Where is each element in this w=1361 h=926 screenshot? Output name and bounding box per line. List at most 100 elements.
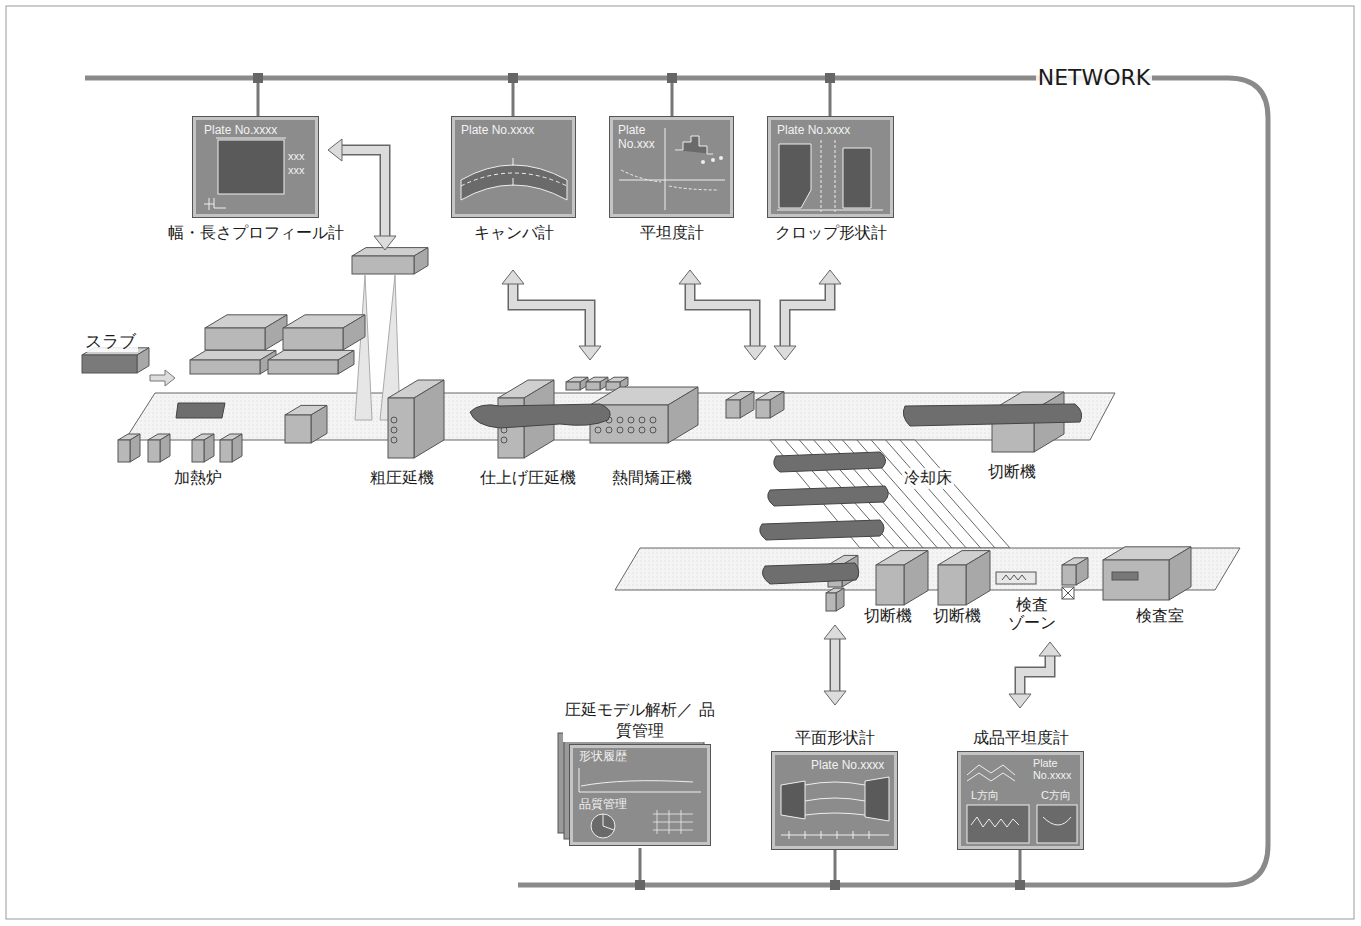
circle-shape: [650, 427, 656, 433]
rect-shape: [192, 440, 204, 462]
arrow-body: [513, 282, 590, 348]
rect-shape: [1062, 565, 1076, 585]
rect-shape: [388, 398, 414, 458]
feed-arrow: [150, 370, 175, 386]
instrument-caption: クロップ形状計: [773, 222, 889, 244]
machine-box: [756, 392, 784, 418]
marker-box: [1062, 587, 1074, 599]
network-node: [830, 880, 840, 890]
polygon-shape: [414, 248, 428, 274]
arrow-body: [1020, 654, 1050, 696]
network-node: [667, 73, 677, 83]
network-drop: [671, 78, 674, 117]
instrument-caption: 平面形状計: [793, 727, 877, 749]
screen-text: Plate No.xxxx: [1033, 757, 1077, 782]
rect-shape: [726, 400, 740, 418]
polygon-shape: [204, 434, 214, 462]
circle-shape: [639, 427, 645, 433]
screen-text: xxx: [288, 164, 305, 177]
monitor-screen: Plate No.xxxxxxxxxx幅・長さプロフィール計: [193, 117, 318, 217]
instrument-caption: キャンバ計: [472, 222, 556, 244]
screen-text: Plate No.xxxx: [811, 759, 884, 773]
arrow-body: [690, 282, 755, 348]
polygon-shape: [338, 350, 354, 374]
screen-text: L方向: [971, 789, 999, 802]
rect-shape: [220, 440, 232, 462]
polygon-shape: [130, 434, 140, 462]
arrow-body: [830, 637, 841, 693]
network-line: [85, 78, 1268, 885]
equipment-label: 検査室: [1134, 606, 1186, 627]
arrow-head: [824, 691, 846, 705]
network-node: [635, 880, 645, 890]
machine-box: [283, 315, 365, 350]
network-node: [1015, 880, 1025, 890]
screen-text: C方向: [1041, 789, 1071, 802]
arrow-head: [774, 346, 796, 360]
machine-box: [118, 434, 140, 462]
steel-plates: [176, 403, 1082, 584]
screen-text: xxx: [288, 150, 305, 163]
inspection-table: [996, 572, 1036, 584]
circle-shape: [628, 417, 634, 423]
circle-shape: [391, 427, 397, 433]
network-node: [825, 73, 835, 83]
sensor-beam: [355, 275, 372, 420]
screen-text: Plate No.xxxx: [461, 124, 534, 138]
machine-box: [220, 434, 242, 462]
window: [1112, 572, 1138, 580]
arrow-body: [1020, 654, 1050, 696]
circle-shape: [617, 417, 623, 423]
equipment-label: 切断機: [862, 606, 914, 627]
polygon-shape: [1169, 547, 1191, 600]
instrument-caption: 平坦度計: [638, 222, 706, 244]
circle-shape: [628, 427, 634, 433]
network-drop: [639, 848, 642, 885]
polygon-shape: [770, 392, 784, 418]
polygon-shape: [836, 588, 844, 611]
rect-shape: [756, 400, 770, 418]
screen-text: 形状履歴: [579, 750, 627, 764]
equipment-label: 切断機: [986, 462, 1038, 483]
equipment-label: 切断機: [931, 606, 983, 627]
rect-shape: [566, 382, 580, 390]
rect-shape: [352, 256, 414, 274]
circle-shape: [650, 417, 656, 423]
rect-shape: [285, 415, 311, 443]
circle-shape: [617, 427, 623, 433]
machine-box: [566, 377, 588, 390]
arrow-head: [819, 270, 841, 284]
polygon-shape: [1076, 558, 1088, 585]
rect-shape: [148, 440, 160, 462]
machine-box: [285, 405, 327, 443]
machine-box: [1103, 547, 1191, 600]
circle-shape: [391, 417, 397, 423]
equipment-label: 熱間矯正機: [610, 468, 694, 489]
arrow-head: [502, 270, 524, 284]
network-drop: [1019, 850, 1022, 885]
circle-shape: [606, 427, 612, 433]
marker-cross: [1062, 587, 1074, 599]
machine-box: [148, 434, 170, 462]
network-drops: [253, 73, 1025, 890]
instrument-caption: 圧延モデル解析／ 品質管理: [563, 699, 717, 742]
polygon-shape: [966, 551, 990, 605]
equipment-label: 仕上げ圧延機: [478, 468, 578, 489]
arrow-head: [579, 346, 601, 360]
circle-shape: [639, 417, 645, 423]
frame: [6, 6, 1354, 919]
monitor-screen: 平面形状計Plate No.xxxx: [772, 752, 897, 849]
circle-shape: [501, 437, 507, 443]
inspection-mark: [1002, 575, 1026, 580]
network-node: [508, 73, 518, 83]
machine-box: [1062, 558, 1088, 585]
arrow-body: [785, 282, 830, 348]
network-drop: [829, 78, 832, 117]
signal-arrows: [328, 139, 1061, 708]
screen-text: 品質管理: [579, 798, 627, 812]
polygon-shape: [414, 380, 444, 458]
monitor-screen: Plate No.xxx平坦度計: [610, 117, 733, 217]
polygon-shape: [311, 405, 327, 443]
arrow-body: [340, 150, 385, 238]
machine-box: [192, 434, 214, 462]
